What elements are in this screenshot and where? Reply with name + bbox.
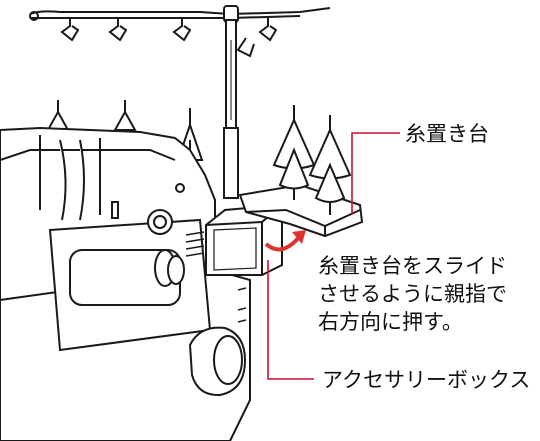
serger-body: [0, 126, 251, 441]
instruction-line-2: させるように親指で: [318, 282, 507, 306]
instruction-line-3: 右方向に押す。: [318, 310, 463, 334]
thread-stand-pole: [223, 19, 239, 199]
thread-guide-bar: [29, 5, 331, 58]
instruction-line-1: 糸置き台をスライド: [318, 254, 507, 278]
leader-lines: [267, 132, 400, 380]
machine-spool-pins: [46, 100, 204, 161]
accessory-box-label: アクセサリーボックス: [322, 368, 531, 392]
thread-stand-label: 糸置き台: [405, 122, 489, 146]
slide-instruction-text: 糸置き台をスライド させるように親指で 右方向に押す。: [318, 252, 507, 336]
thread-stand-shape: [238, 105, 364, 238]
accessory-box-shape: [205, 203, 283, 276]
slide-arrow: [264, 230, 306, 252]
